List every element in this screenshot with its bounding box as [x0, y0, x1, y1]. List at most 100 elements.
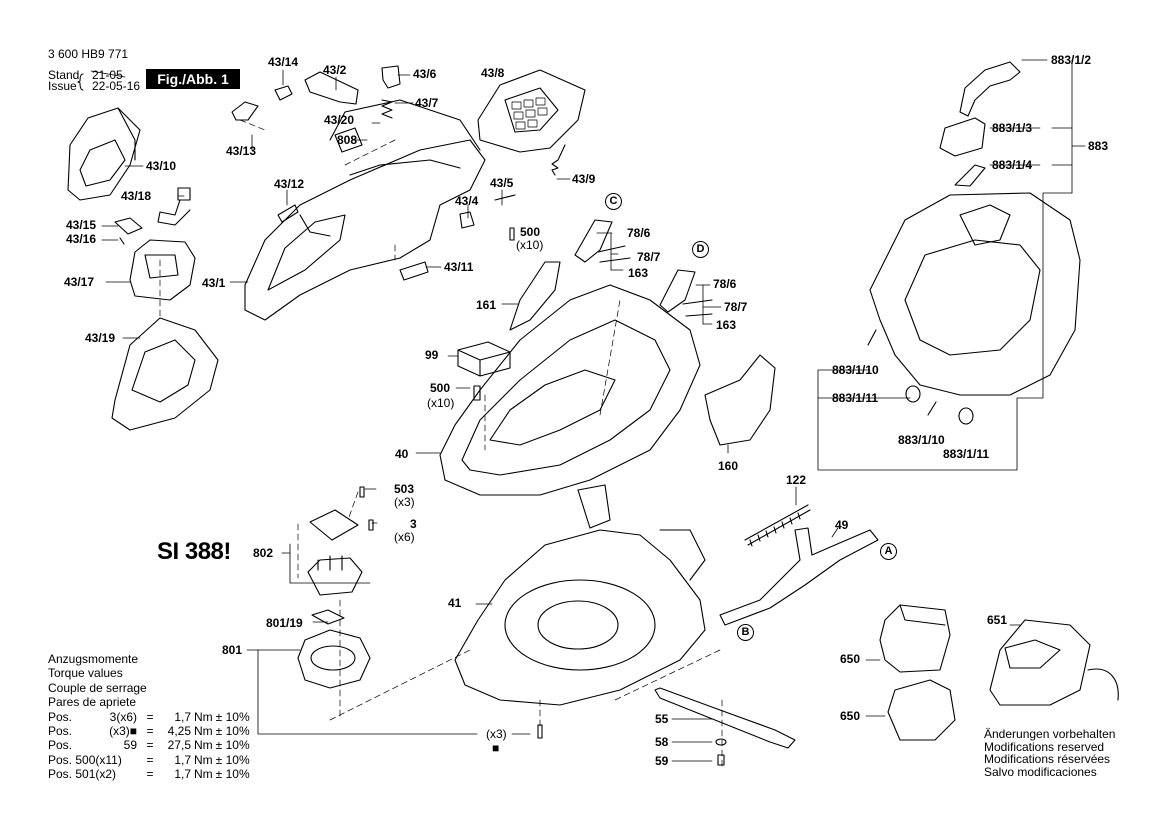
label-500-top: 500	[520, 225, 541, 239]
part-801-motor	[297, 629, 371, 689]
torque-item: 3(x6)	[109, 709, 137, 724]
torque-eq: =	[146, 752, 154, 767]
part-883-1-2-handle	[959, 61, 1021, 117]
torque-title-en: Torque values	[48, 666, 123, 681]
torque-pos: Pos.	[48, 709, 73, 724]
torque-value: 4,25	[167, 724, 191, 739]
part-122-spring	[744, 504, 811, 546]
label-808: 808	[337, 133, 358, 147]
label-x3: (x3)	[486, 727, 507, 741]
label-x3-square: ■	[492, 741, 500, 755]
part-883-1-11-a	[905, 385, 921, 403]
part-99-block	[457, 341, 511, 377]
part-43-2-bracket	[304, 71, 359, 105]
issue-date: 22-05-16	[92, 79, 141, 93]
torque-unit: Nm	[194, 709, 213, 724]
label-43-16: 43/16	[66, 232, 97, 246]
label-883-1-2: 883/1/2	[1051, 53, 1092, 67]
torque-unit: Nm	[194, 752, 213, 767]
part-883-1-11-b	[958, 407, 974, 425]
part-883-grassbox	[869, 192, 1081, 396]
label-3-qty: (x6)	[394, 530, 415, 544]
stand-date: 21-05	[92, 68, 123, 82]
stand-label: Stand	[48, 68, 80, 82]
part-650-battery-b	[887, 679, 956, 741]
label-43-8: 43/8	[481, 66, 505, 80]
torque-item: (x3)■	[109, 724, 137, 739]
label-161: 161	[476, 298, 497, 312]
torque-title-fr: Couple de serrage	[48, 680, 147, 695]
torque-pos: Pos.	[48, 724, 73, 739]
label-883: 883	[1088, 139, 1109, 153]
label-651: 651	[987, 613, 1008, 627]
torque-tolerance: ± 10%	[215, 724, 250, 739]
label-503: 503	[394, 482, 415, 496]
label-43-11: 43/11	[444, 260, 474, 274]
part-883-1-10-a	[867, 329, 877, 346]
label-43-12: 43/12	[274, 177, 305, 191]
torque-row: Pos. 500(x11) = 1,7 Nm ± 10%	[48, 753, 253, 767]
part-43-1-housing	[244, 139, 486, 321]
label-43-5: 43/5	[490, 176, 514, 190]
label-78-7-c: 78/7	[637, 250, 661, 264]
torque-title-de: Anzugsmomente	[48, 652, 139, 666]
label-500-top-qty: (x10)	[516, 238, 544, 252]
si-note: SI 388!	[157, 538, 231, 565]
label-163-d: 163	[716, 318, 737, 332]
label-43-9: 43/9	[572, 172, 596, 186]
label-802: 802	[253, 546, 274, 560]
torque-tolerance: ± 10%	[215, 709, 250, 724]
label-43-18: 43/18	[121, 189, 152, 203]
label-43-13: 43/13	[226, 144, 257, 158]
torque-tolerance: ± 10%	[215, 752, 250, 767]
label-43-6: 43/6	[413, 67, 437, 81]
torque-values-block: Anzugsmomente Torque values Couple de se…	[48, 652, 253, 782]
part-808-label	[334, 127, 363, 153]
torque-eq: =	[146, 767, 154, 782]
label-43-19: 43/19	[85, 331, 116, 345]
part-802-board	[307, 557, 363, 596]
torque-unit: Nm	[194, 738, 213, 753]
label-883-1-11-b: 883/1/11	[943, 447, 990, 461]
torque-unit: Nm	[194, 724, 213, 739]
screw-503	[359, 486, 365, 498]
torque-item: 59	[123, 738, 137, 753]
label-43-10: 43/10	[146, 159, 177, 173]
figure-badge: Fig./Abb. 1	[146, 69, 240, 89]
torque-value: 1,7	[174, 752, 191, 767]
part-43-6-hook	[381, 65, 401, 89]
part-43-8-lid	[477, 69, 586, 153]
part-161	[509, 261, 561, 331]
label-801: 801	[222, 643, 243, 657]
label-43-17: 43/17	[64, 275, 95, 289]
label-78-7-d: 78/7	[724, 300, 748, 314]
part-55-blade	[654, 687, 796, 749]
doc-number: 3 600 HB9 771	[48, 47, 129, 61]
label-43-7: 43/7	[415, 96, 439, 110]
torque-eq: =	[146, 709, 154, 724]
part-59-bolt	[717, 754, 725, 766]
torque-eq: =	[146, 738, 154, 753]
part-40-deck	[439, 284, 701, 496]
label-650-b: 650	[840, 709, 861, 723]
torque-eq: =	[146, 724, 154, 739]
label-163-c: 163	[628, 266, 649, 280]
note-fr: Modifications réservées	[984, 752, 1111, 767]
issue-label: Issue	[48, 79, 77, 93]
label-40: 40	[395, 447, 409, 461]
part-43-7-spring	[381, 99, 393, 119]
torque-value: 1,7	[174, 709, 191, 724]
torque-value: 27,5	[167, 738, 191, 753]
label-41: 41	[448, 596, 462, 610]
label-3: 3	[410, 517, 417, 531]
label-43-2: 43/2	[323, 63, 347, 77]
label-503-qty: (x3)	[394, 495, 415, 509]
label-58: 58	[655, 735, 669, 749]
label-99: 99	[425, 348, 439, 362]
note-en: Modifications reserved	[984, 739, 1105, 754]
callout-a: A	[880, 543, 897, 560]
torque-tolerance: ± 10%	[215, 767, 250, 782]
screw-x3	[537, 724, 543, 739]
part-41-chassis	[454, 529, 706, 706]
